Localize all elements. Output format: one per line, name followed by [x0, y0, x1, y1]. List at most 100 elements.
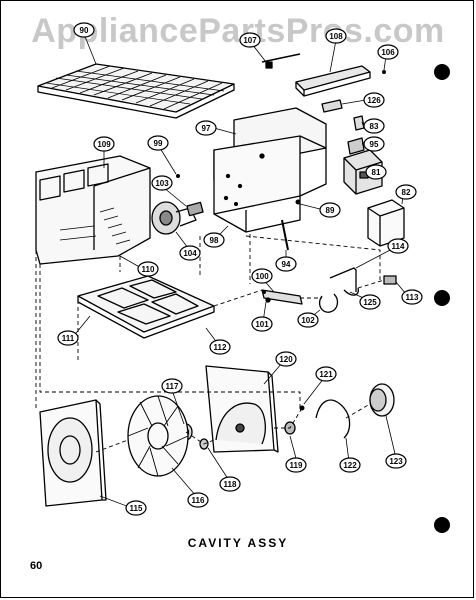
callout-bubble — [93, 136, 115, 152]
callout-label: 81 — [372, 168, 381, 177]
callout-106: 106 — [377, 44, 399, 60]
callout-121: 121 — [315, 366, 337, 382]
callout-bubble — [297, 312, 319, 328]
callout-bubble — [363, 118, 385, 134]
punch-hole-bottom — [434, 517, 450, 533]
callout-bubble — [275, 351, 297, 367]
part-116-fan-blade — [127, 395, 189, 477]
callout-83: 83 — [363, 118, 385, 134]
callout-label: 112 — [214, 343, 227, 352]
callout-bubble — [363, 136, 385, 152]
part-100-bracket — [261, 289, 303, 305]
part-104-motor — [151, 201, 197, 235]
part-120-back-panel — [205, 365, 279, 453]
callout-bubble — [137, 261, 159, 277]
callout-bubble — [377, 44, 399, 60]
callout-label: 126 — [367, 96, 381, 105]
part-115-fan-housing — [39, 399, 107, 507]
callout-bubble — [151, 175, 173, 191]
callout-110: 110 — [137, 261, 159, 277]
page-number: 60 — [30, 560, 43, 572]
callout-label: 109 — [97, 140, 111, 149]
callout-118: 118 — [219, 476, 241, 492]
part-109-shroud — [35, 155, 151, 265]
part-106-screw — [382, 70, 386, 74]
callout-label: 110 — [142, 265, 155, 274]
part-126-clip — [321, 99, 343, 113]
callout-label: 125 — [363, 298, 377, 307]
part-107-screw — [261, 53, 301, 69]
callout-bubble — [359, 294, 381, 310]
callout-bubble — [315, 366, 337, 382]
callout-116: 116 — [187, 492, 209, 508]
callout-113: 113 — [401, 289, 423, 305]
punch-hole-middle — [434, 290, 450, 306]
callout-bubble — [251, 316, 273, 332]
callout-label: 94 — [282, 260, 291, 269]
callout-95: 95 — [363, 136, 385, 152]
callout-99: 99 — [147, 135, 169, 151]
callout-122: 122 — [339, 457, 361, 473]
callout-label: 104 — [183, 249, 197, 258]
callout-114: 114 — [387, 238, 409, 254]
callout-bubble — [385, 453, 407, 469]
callout-104: 104 — [179, 245, 201, 261]
callout-101: 101 — [251, 316, 273, 332]
callout-112: 112 — [209, 339, 231, 355]
callout-bubble — [251, 268, 273, 284]
callout-115: 115 — [125, 500, 147, 516]
callout-100: 100 — [251, 268, 273, 284]
callout-bubble — [275, 256, 297, 272]
callout-label: 95 — [370, 140, 379, 149]
callout-label: 100 — [255, 272, 269, 281]
part-97-housing — [213, 107, 327, 233]
callout-89: 89 — [319, 202, 341, 218]
callout-label: 115 — [130, 504, 143, 513]
callout-label: 116 — [192, 496, 205, 505]
callout-label: 118 — [224, 480, 237, 489]
part-94-rod — [281, 219, 289, 251]
callout-bubble — [219, 476, 241, 492]
callout-97: 97 — [195, 120, 217, 136]
part-90-top-grille — [37, 63, 235, 119]
callout-label: 106 — [381, 48, 395, 57]
callout-label: 82 — [402, 188, 411, 197]
callout-109: 109 — [93, 136, 115, 152]
part-114-wire — [329, 267, 357, 292]
callout-label: 97 — [202, 124, 211, 133]
callout-111: 111 — [57, 330, 79, 346]
part-122-spring — [315, 399, 351, 439]
callout-bubble — [203, 232, 225, 248]
callout-bubble — [325, 28, 347, 44]
callout-bubble — [285, 457, 307, 473]
callout-label: 89 — [326, 206, 335, 215]
callout-108: 108 — [325, 28, 347, 44]
callout-bubble — [339, 457, 361, 473]
callout-bubble — [365, 164, 387, 180]
callout-120: 120 — [275, 351, 297, 367]
callout-label: 123 — [389, 457, 403, 466]
callout-bubble — [195, 120, 217, 136]
callout-bubble — [401, 289, 423, 305]
watermark: AppliancePartsPros.com — [31, 12, 445, 50]
callout-label: 113 — [406, 293, 419, 302]
callout-bubble — [125, 500, 147, 516]
part-123-disc — [369, 383, 395, 417]
callout-82: 82 — [395, 184, 417, 200]
callout-label: 119 — [290, 461, 303, 470]
callout-123: 123 — [385, 453, 407, 469]
callout-117: 117 — [161, 378, 183, 394]
callout-125: 125 — [359, 294, 381, 310]
assembly-dashed-lines — [35, 234, 385, 453]
callout-bubble — [387, 238, 409, 254]
callout-bubble — [319, 202, 341, 218]
callout-bubble — [57, 330, 79, 346]
callout-bubble — [179, 245, 201, 261]
callout-bubble — [395, 184, 417, 200]
part-108-bracket-bar — [295, 65, 371, 97]
callout-bubble — [363, 92, 385, 108]
part-103-coupler — [186, 201, 204, 217]
part-125-clip — [343, 287, 359, 296]
